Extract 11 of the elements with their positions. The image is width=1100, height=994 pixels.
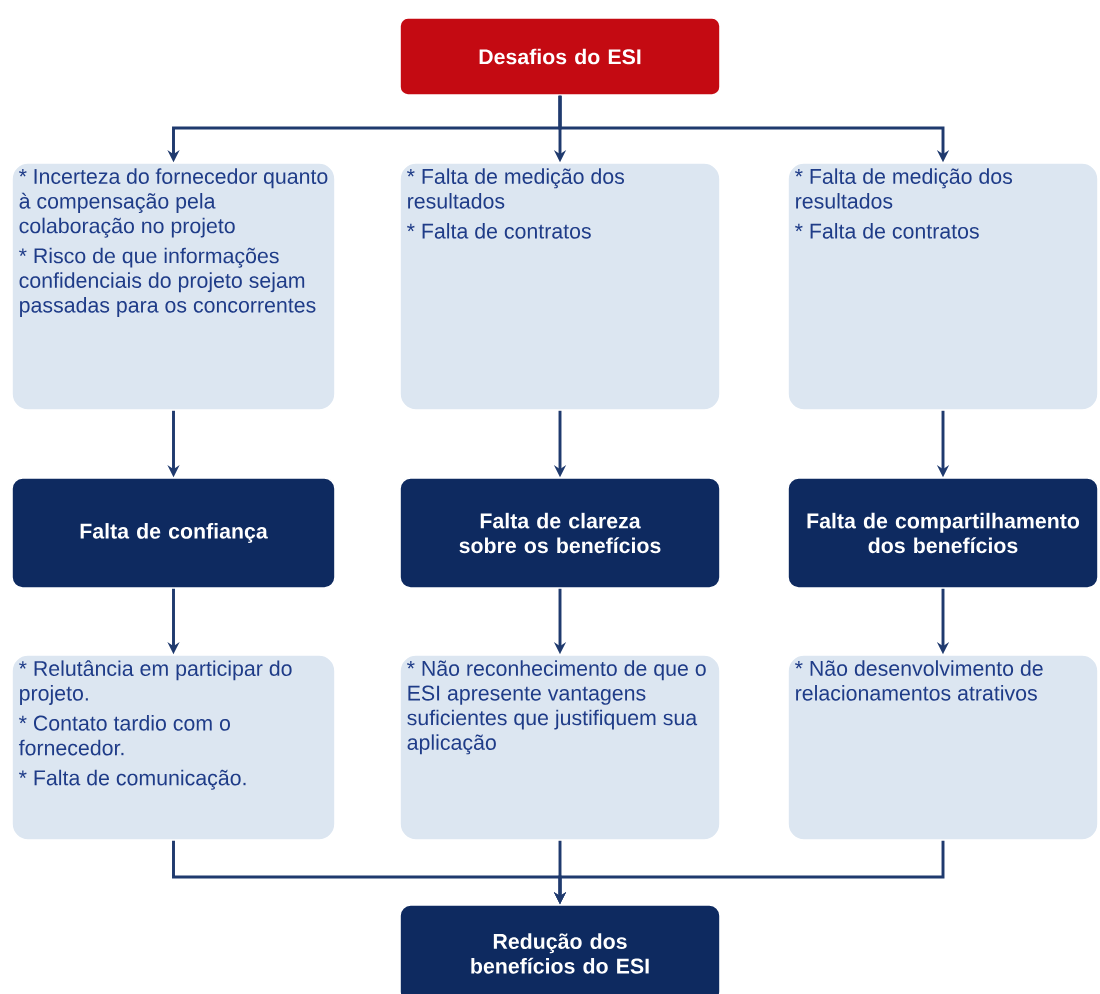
problem-box: Falta de confiança — [11, 477, 336, 589]
info-box: * Incerteza do fornecedor quanto à compensação pela colaboração no projeto * Risco de que informações confidenciais do projeto sejam passadas para os concorrentes — [11, 162, 336, 411]
problem-box: Redução dos benefícios do ESI — [399, 904, 721, 994]
problem-box: Falta de compartilhamento dos benefícios — [787, 477, 1099, 589]
info-box: * Falta de medição dos resultados * Falta de contratos — [787, 162, 1099, 411]
info-box: * Não desenvolvimento de relacionamentos atrativos — [787, 654, 1099, 841]
info-box: * Relutância em participar do projeto. * Contato tardio com o fornecedor. * Falta de comunicação. — [11, 654, 336, 841]
info-box: * Não reconhecimento de que o ESI apresente vantagens suficientes que justifiquem sua aplicação — [399, 654, 721, 841]
problem-box: Falta de clareza sobre os benefícios — [399, 477, 721, 589]
title-box: Desafios do ESI — [399, 17, 721, 96]
info-box: * Falta de medição dos resultados * Falta de contratos — [399, 162, 721, 411]
